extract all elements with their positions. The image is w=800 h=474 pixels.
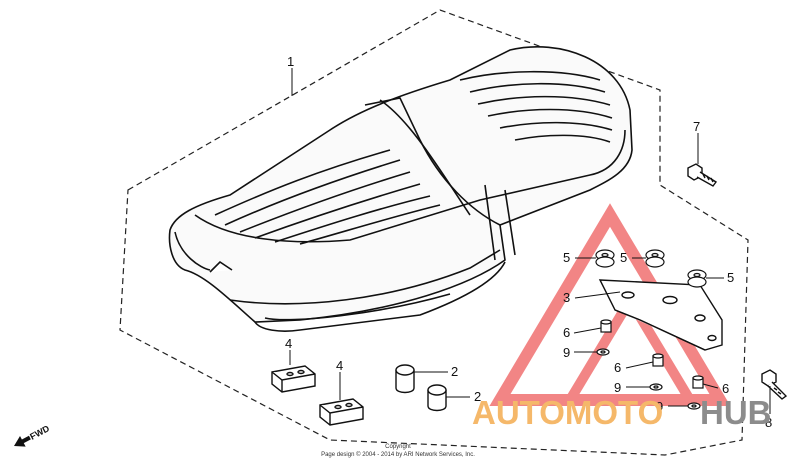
copyright-line: Page design © 2004 - 2014 by ARI Network… <box>321 451 475 458</box>
callout-2-upper: 2 <box>451 364 458 379</box>
seat-assembly <box>168 46 633 332</box>
callout-6-right: 6 <box>722 381 729 396</box>
callout-5-mid: 5 <box>620 250 627 265</box>
callout-8: 8 <box>765 415 772 430</box>
collar-2 <box>652 353 664 367</box>
grommet-3 <box>687 269 707 288</box>
callout-9-mid: 9 <box>614 380 621 395</box>
bolt-7 <box>687 163 718 187</box>
callout-4-lower: 4 <box>336 358 343 373</box>
copyright-title: Copyright <box>385 444 411 450</box>
washer-1 <box>596 348 610 356</box>
callout-9-right: 9 <box>656 399 663 414</box>
washer-3 <box>687 402 701 410</box>
callout-3: 3 <box>563 290 570 305</box>
rubber-cushion-lower <box>427 384 447 412</box>
seat-bracket <box>598 279 723 351</box>
rubber-block-lower <box>319 398 364 426</box>
collar-1 <box>600 319 612 333</box>
callout-6-mid: 6 <box>614 360 621 375</box>
bolt-8 <box>761 369 788 400</box>
forward-indicator: FWD <box>14 423 51 447</box>
rubber-block-upper <box>271 365 316 393</box>
assembly-boundary <box>119 9 749 456</box>
washer-2 <box>649 383 663 391</box>
grommet-1 <box>595 249 615 268</box>
leader-lines <box>289 68 771 414</box>
callout-9-left: 9 <box>563 345 570 360</box>
forward-arrow-icon <box>14 435 31 447</box>
watermark-text-automoto: AUTOMOTO <box>472 394 663 431</box>
callout-6-left: 6 <box>563 325 570 340</box>
callout-4-upper: 4 <box>285 336 292 351</box>
callout-1: 1 <box>287 54 294 69</box>
callout-5-right: 5 <box>727 270 734 285</box>
rubber-cushion-upper <box>395 364 415 394</box>
watermark-text-hub: HUB <box>700 394 772 431</box>
callout-7: 7 <box>693 119 700 134</box>
forward-label: FWD <box>28 423 51 442</box>
collar-3 <box>692 375 704 389</box>
callout-5-left: 5 <box>563 250 570 265</box>
callout-2-lower: 2 <box>474 389 481 404</box>
grommet-2 <box>645 249 665 268</box>
